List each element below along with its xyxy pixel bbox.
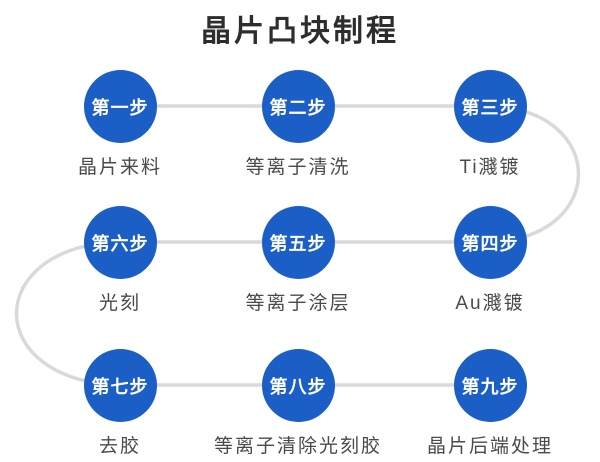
step-circle: 第七步 (83, 349, 157, 422)
step-circle: 第五步 (261, 206, 335, 279)
step-node-7: 第七步 去胶 (20, 349, 220, 458)
step-label: 晶片后端处理 (426, 436, 553, 457)
step-label: 等离子涂层 (245, 293, 351, 314)
step-node-4: 第四步 Au濺镀 (390, 206, 590, 315)
step-circle: 第二步 (261, 70, 335, 143)
step-circle: 第四步 (453, 206, 527, 279)
step-circle: 第三步 (453, 70, 527, 143)
step-node-3: 第三步 Ti濺镀 (390, 70, 590, 179)
step-node-2: 第二步 等离子清洗 (198, 70, 398, 179)
step-label: Ti濺镀 (459, 157, 521, 178)
step-label: 等离子清除光刻胶 (213, 436, 382, 457)
step-circle: 第八步 (261, 349, 335, 422)
step-node-6: 第六步 光刻 (20, 206, 220, 315)
step-label: 晶片来料 (77, 157, 162, 178)
connector-left-arc (14, 240, 122, 387)
step-circle: 第九步 (453, 349, 527, 422)
step-label: Au濺镀 (455, 293, 525, 314)
step-node-1: 第一步 晶片来料 (20, 70, 220, 179)
step-node-8: 第八步 等离子清除光刻胶 (198, 349, 398, 458)
step-node-5: 第五步 等离子涂层 (198, 206, 398, 315)
step-label: 去胶 (98, 436, 141, 457)
step-label: 光刻 (98, 293, 141, 314)
page-title: 晶片凸块制程 (201, 15, 399, 48)
connector-right-arc (488, 104, 581, 244)
step-circle: 第六步 (83, 206, 157, 279)
step-label: 等离子清洗 (245, 157, 351, 178)
step-circle: 第一步 (83, 70, 157, 143)
step-node-9: 第九步 晶片后端处理 (390, 349, 590, 458)
